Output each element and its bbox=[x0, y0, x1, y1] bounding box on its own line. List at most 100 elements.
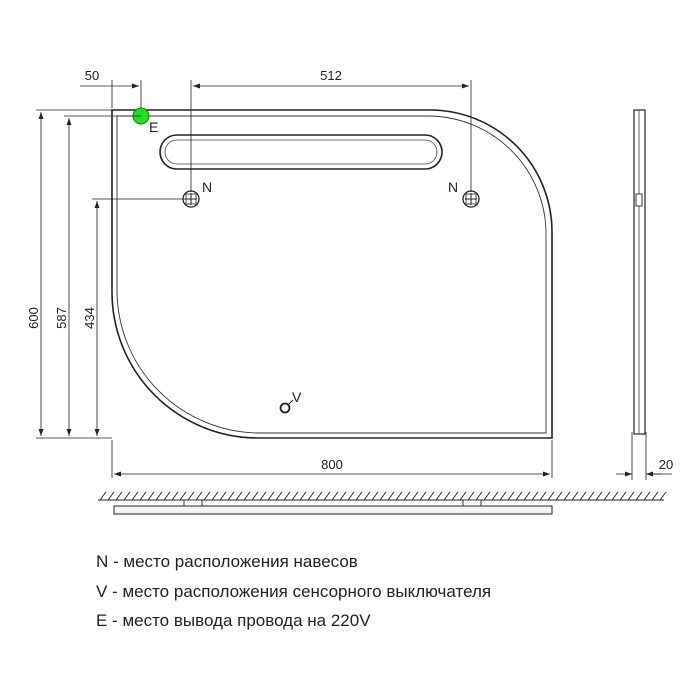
hatch-stroke bbox=[291, 491, 299, 501]
legend-line-switch: V - место расположения сенсорного выключ… bbox=[96, 582, 492, 601]
hatch-stroke bbox=[211, 491, 219, 501]
light-slot bbox=[159, 134, 443, 170]
hatch-stroke bbox=[123, 491, 131, 501]
hatch-stroke bbox=[603, 491, 611, 501]
hatch-stroke bbox=[643, 491, 651, 501]
hatch-stroke bbox=[171, 491, 179, 501]
mirror-inner-frame bbox=[116, 115, 547, 434]
hatch-stroke bbox=[651, 491, 659, 501]
hatch-stroke bbox=[619, 491, 627, 501]
bottom-view bbox=[98, 491, 667, 515]
hatch-stroke bbox=[331, 491, 339, 501]
extension-lines bbox=[36, 80, 647, 480]
switch-label: V bbox=[292, 389, 302, 405]
hatch-stroke bbox=[235, 491, 243, 501]
dim-text-512: 512 bbox=[320, 68, 342, 83]
hatch-stroke bbox=[515, 491, 523, 501]
hatch-stroke bbox=[99, 491, 107, 501]
hatch-stroke bbox=[227, 491, 235, 501]
hook-right bbox=[462, 190, 480, 208]
hatch-stroke bbox=[587, 491, 595, 501]
dim-text-800: 800 bbox=[321, 457, 343, 472]
hatch-stroke bbox=[131, 491, 139, 501]
hatch-stroke bbox=[347, 491, 355, 501]
mirror-bottom-edge bbox=[113, 505, 553, 515]
hatch-stroke bbox=[363, 491, 371, 501]
wire-label: E bbox=[149, 119, 158, 135]
hatch-stroke bbox=[283, 491, 291, 501]
hatch-stroke bbox=[635, 491, 643, 501]
hatch-stroke bbox=[571, 491, 579, 501]
switch-marker bbox=[279, 399, 294, 414]
hatch-stroke bbox=[499, 491, 507, 501]
hatch-stroke bbox=[323, 491, 331, 501]
hatch-stroke bbox=[155, 491, 163, 501]
hatch-stroke bbox=[299, 491, 307, 501]
dim-text-600: 600 bbox=[26, 307, 41, 329]
dim-text-587: 587 bbox=[54, 307, 69, 329]
hatch-stroke bbox=[467, 491, 475, 501]
hatch-stroke bbox=[219, 491, 227, 501]
mirror-outline bbox=[111, 109, 553, 439]
hatch-stroke bbox=[531, 491, 539, 501]
dim-text-434: 434 bbox=[82, 307, 97, 329]
hatch-stroke bbox=[451, 491, 459, 501]
hatch-stroke bbox=[107, 491, 115, 501]
hatch-stroke bbox=[507, 491, 515, 501]
hatch-stroke bbox=[195, 491, 203, 501]
dim-text-20: 20 bbox=[659, 457, 673, 472]
hatch-stroke bbox=[275, 491, 283, 501]
hatch-stroke bbox=[539, 491, 547, 501]
hatch-stroke bbox=[611, 491, 619, 501]
hatch-stroke bbox=[443, 491, 451, 501]
hatch-stroke bbox=[371, 491, 379, 501]
hatch-stroke bbox=[419, 491, 427, 501]
hatch-stroke bbox=[251, 491, 259, 501]
hatch-stroke bbox=[179, 491, 187, 501]
dim-text-50: 50 bbox=[85, 68, 99, 83]
hatch-stroke bbox=[243, 491, 251, 501]
hatch-stroke bbox=[427, 491, 435, 501]
hatch-stroke bbox=[483, 491, 491, 501]
legend-line-wire: E - место вывода провода на 220V bbox=[96, 611, 371, 630]
hatch-stroke bbox=[259, 491, 267, 501]
hatch-stroke bbox=[547, 491, 555, 501]
hatch-stroke bbox=[595, 491, 603, 501]
hatch-stroke bbox=[203, 491, 211, 501]
hatch-stroke bbox=[307, 491, 315, 501]
hatch-stroke bbox=[579, 491, 587, 501]
bracket-right bbox=[462, 499, 482, 507]
hatch-stroke bbox=[659, 491, 667, 501]
hatch-stroke bbox=[115, 491, 123, 501]
hook-left bbox=[182, 190, 200, 208]
hatch-stroke bbox=[459, 491, 467, 501]
hook-right-label: N bbox=[448, 179, 458, 195]
hatch-stroke bbox=[475, 491, 483, 501]
hatch-stroke bbox=[411, 491, 419, 501]
hatch-stroke bbox=[395, 491, 403, 501]
hatch-stroke bbox=[267, 491, 275, 501]
legend-line-hooks: N - место расположения навесов bbox=[96, 552, 358, 571]
hatch-stroke bbox=[387, 491, 395, 501]
hatch-stroke bbox=[491, 491, 499, 501]
side-view bbox=[633, 109, 646, 435]
hatch-stroke bbox=[563, 491, 571, 501]
hatch-stroke bbox=[403, 491, 411, 501]
dimension-lines bbox=[38, 83, 672, 477]
hatch-stroke bbox=[555, 491, 563, 501]
light-slot-inner bbox=[164, 139, 438, 165]
hatch-stroke bbox=[163, 491, 171, 501]
hatch-stroke bbox=[139, 491, 147, 501]
hatch-stroke bbox=[339, 491, 347, 501]
hatch-stroke bbox=[435, 491, 443, 501]
hatch-stroke bbox=[147, 491, 155, 501]
hatch-stroke bbox=[187, 491, 195, 501]
hatch-stroke bbox=[355, 491, 363, 501]
hatch-stroke bbox=[315, 491, 323, 501]
hook-left-label: N bbox=[202, 179, 212, 195]
hatch-stroke bbox=[627, 491, 635, 501]
bracket-left bbox=[183, 499, 203, 507]
hatch-stroke bbox=[523, 491, 531, 501]
hatch-stroke bbox=[379, 491, 387, 501]
